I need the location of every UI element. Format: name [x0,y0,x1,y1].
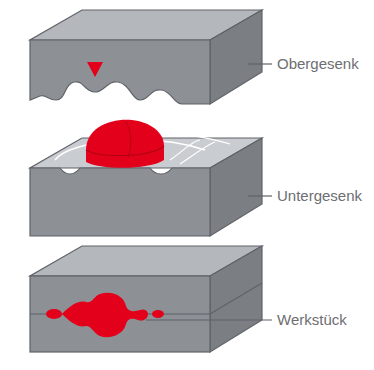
part-label: Werkstück [277,311,347,329]
lower-die [30,120,272,236]
part-label: Untergesenk [277,187,362,205]
closed-die [30,246,272,352]
part-label: Obergesenk [277,55,359,73]
upper-die [30,10,272,104]
